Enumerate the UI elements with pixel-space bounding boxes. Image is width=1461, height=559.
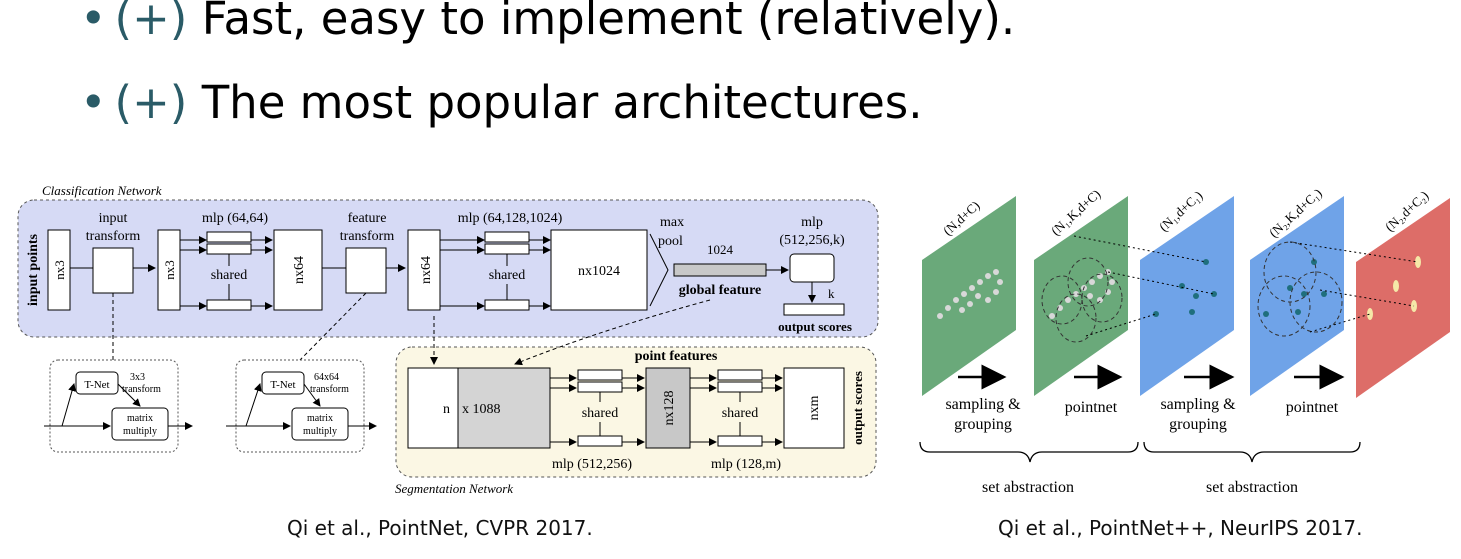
tnet-64x64-label-1: 64x64 — [314, 372, 339, 383]
tnet-64x64-detail: T-Net 64x64 transform matrix multiply — [226, 359, 377, 453]
output-scores-label: output scores — [778, 319, 852, 334]
step-sampling-2: sampling & — [1160, 396, 1236, 413]
brace-2 — [1143, 441, 1361, 463]
step-sampling-1: sampling & — [945, 396, 1021, 413]
tnet-3x3-label-1: 3x3 — [130, 372, 145, 383]
max-pool-symbol — [649, 233, 669, 307]
plane-1 — [922, 196, 1016, 396]
bullet-plus: (+) — [114, 0, 188, 45]
feature-transform-label-1: feature — [348, 211, 387, 226]
seg-mlp1-shared-label: shared — [582, 406, 619, 421]
nx1024-block — [550, 229, 648, 311]
plane-3-points — [1153, 259, 1217, 317]
bullet-text: Fast, easy to implement (relatively). — [201, 0, 1016, 45]
caption-left: Qi et al., PointNet, CVPR 2017. — [287, 516, 593, 540]
tnet-label: T-Net — [84, 379, 109, 391]
seg-mlp1-unit-a — [577, 369, 623, 381]
pool-label: pool — [658, 234, 683, 249]
step-grouping-1: grouping — [954, 416, 1012, 433]
tnet-3x3-detail: T-Net 3x3 transform matrix multiply — [44, 359, 193, 453]
plane-4 — [1250, 196, 1344, 396]
multiply-label: multiply — [303, 426, 337, 437]
bullet-marker: • — [80, 0, 107, 45]
tnet-block — [261, 371, 305, 395]
mlp3-label-2: (512,256,k) — [779, 233, 845, 248]
seg-1088-label: x 1088 — [462, 402, 501, 417]
correspondence-lines — [1073, 235, 1419, 337]
set-abstraction-1: set abstraction — [982, 479, 1074, 496]
plane-3 — [1140, 196, 1234, 396]
plane-2 — [1034, 196, 1128, 396]
nx128-label: nx128 — [662, 391, 677, 426]
input-points-label: input points — [26, 233, 41, 306]
nx64-label-b: nx64 — [419, 256, 434, 284]
tnet-label: T-Net — [270, 379, 295, 391]
matrix-label: matrix — [307, 413, 333, 424]
plane-4-points — [1263, 259, 1327, 317]
nx3-block-a — [47, 229, 71, 311]
mlp1-label: mlp (64,64) — [202, 211, 268, 226]
matrix-multiply-block — [291, 407, 349, 441]
seg-mlp2-label: mlp (128,m) — [711, 457, 781, 472]
classification-title: Classification Network — [42, 183, 162, 198]
global-dim-label: 1024 — [707, 242, 734, 257]
set-abstraction-2: set abstraction — [1206, 479, 1298, 496]
step-grouping-2: grouping — [1169, 416, 1227, 433]
point-features-label: point features — [635, 349, 718, 364]
tnet-block — [75, 371, 119, 395]
mlp1-shared-label: shared — [211, 268, 248, 283]
pointnet-diagram: Classification Network input points nx3 … — [17, 183, 879, 496]
matrix-multiply-block — [111, 407, 169, 441]
nx3-label-b: nx3 — [162, 260, 177, 280]
nx64-label-a: nx64 — [292, 256, 307, 284]
feature-transform-label-2: transform — [340, 229, 395, 244]
k-label: k — [828, 286, 835, 301]
nx64-block-b — [407, 229, 441, 311]
bullet-1: •(+) Fast, easy to implement (relatively… — [80, 0, 1015, 41]
seg-mlp1-label: mlp (512,256) — [552, 457, 632, 472]
pointnet-plus-plus-diagram: (N,d+C) (N₁,K,d+C) (N₁,d+C₁) (N₂,K,d+C₁)… — [919, 185, 1450, 496]
mlp2-unit-a — [484, 231, 530, 243]
matrix-label: matrix — [127, 413, 153, 424]
plane-5 — [1356, 198, 1450, 398]
plane-2-groups — [1041, 257, 1123, 343]
multiply-label: multiply — [123, 426, 157, 437]
tnet-3x3-label-2: transform — [122, 384, 161, 395]
plane-1-points — [937, 269, 1003, 319]
brace-1 — [919, 441, 1139, 463]
input-transform-label-1: input — [99, 211, 128, 226]
nx1024-label: nx1024 — [578, 264, 620, 279]
nx3-block-b — [157, 229, 181, 311]
max-label: max — [660, 215, 684, 230]
nx64-block-a — [273, 229, 323, 311]
plane-4-groups — [1257, 241, 1343, 337]
mlp2-label: mlp (64,128,1024) — [458, 211, 563, 226]
mlp2-shared-label: shared — [489, 268, 526, 283]
feature-transform-block — [345, 247, 387, 294]
seg-1088-block — [457, 367, 551, 449]
step-pointnet-2: pointnet — [1286, 399, 1339, 416]
nx128-block — [645, 367, 691, 449]
bullet-plus: (+) — [114, 76, 188, 129]
nxm-label: nxm — [807, 395, 822, 420]
tnet-64x64-label-2: transform — [310, 384, 349, 395]
output-scores-bar — [783, 303, 845, 316]
caption-right: Qi et al., PointNet++, NeurIPS 2017. — [998, 516, 1363, 540]
bullet-text: The most popular architectures. — [201, 76, 923, 129]
step-pointnet-1: pointnet — [1065, 399, 1118, 416]
mlp3-label-1: mlp — [801, 215, 823, 230]
seg-output-scores-label: output scores — [850, 371, 865, 445]
global-feature-label: global feature — [679, 283, 762, 298]
seg-mlp2-shared-label: shared — [722, 406, 759, 421]
input-transform-label-2: transform — [86, 229, 141, 244]
nx3-label-a: nx3 — [52, 260, 67, 280]
bullet-2: •(+) The most popular architectures. — [80, 80, 923, 125]
seg-mlp2-unit-a — [717, 369, 763, 381]
bullet-marker: • — [80, 76, 107, 129]
mlp1-unit-a — [206, 231, 252, 243]
seg-n-label: n — [443, 402, 450, 417]
nxm-block — [783, 367, 845, 449]
segmentation-title: Segmentation Network — [395, 481, 513, 496]
